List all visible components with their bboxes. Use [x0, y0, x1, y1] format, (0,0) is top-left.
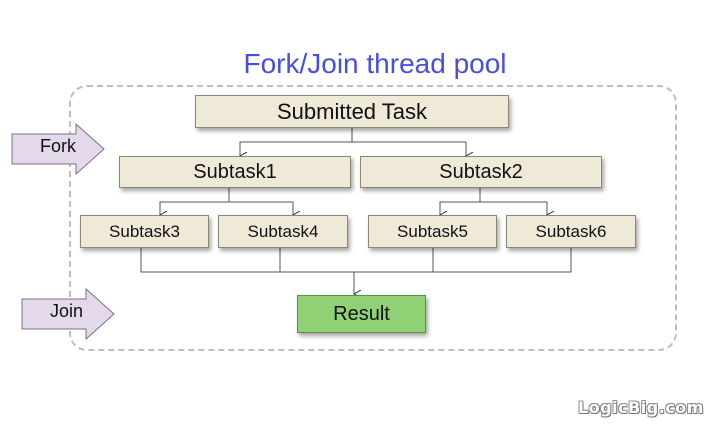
- subtask5-node: Subtask5: [368, 215, 497, 248]
- subtask6-node: Subtask6: [506, 215, 636, 248]
- thread-pool-boundary: [69, 85, 677, 351]
- submitted-task-node: Submitted Task: [195, 95, 509, 128]
- join-arrow-icon: [21, 287, 115, 341]
- subtask3-node: Subtask3: [80, 215, 209, 248]
- fork-label: Fork: [40, 136, 76, 156]
- subtask2-node: Subtask2: [360, 156, 602, 188]
- join-label: Join: [50, 301, 84, 321]
- logicbig-watermark: LogicBig.com: [578, 398, 704, 417]
- diagram-title: Fork/Join thread pool: [243, 48, 507, 79]
- fork-arrow-icon: [11, 122, 105, 176]
- result-node: Result: [297, 295, 426, 333]
- subtask4-node: Subtask4: [218, 215, 348, 248]
- subtask1-node: Subtask1: [119, 156, 351, 188]
